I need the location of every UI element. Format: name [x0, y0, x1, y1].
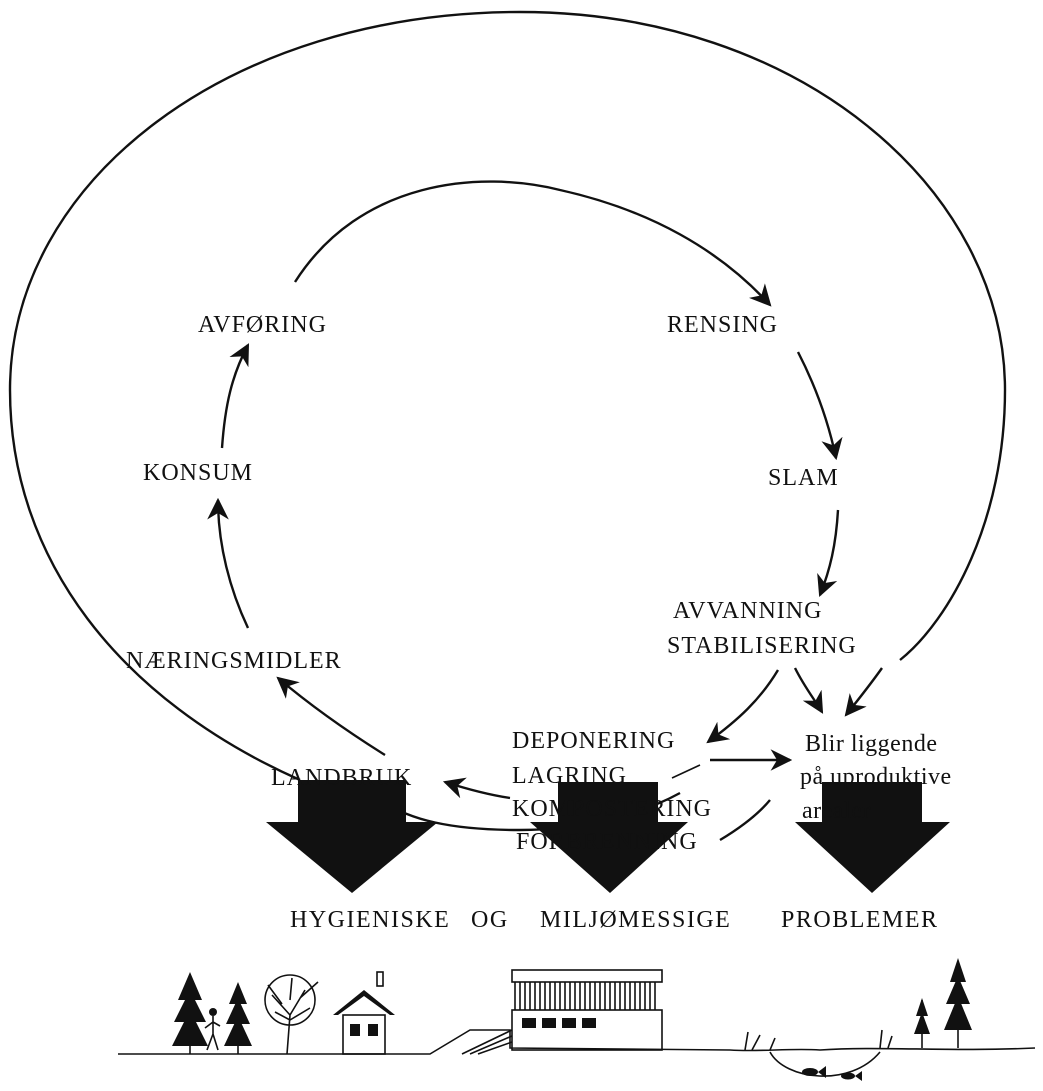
arc-naeringsmidler-to-konsum [207, 497, 250, 629]
spruce-tree-icon [172, 972, 208, 1054]
label-problems-word4: PROBLEMER [781, 907, 939, 933]
problem-arrow-right [795, 782, 950, 893]
label-unproductive-line1: Blir liggende [805, 731, 938, 757]
label-unproductive-line2: på uproduktive [800, 764, 952, 790]
spruce-tree-icon [944, 958, 972, 1048]
small-tree-icon [914, 998, 930, 1048]
arc-landbruk-to-naeringsmidler [276, 676, 386, 757]
water-basin [769, 1051, 881, 1077]
arc-konsum-to-avforing [220, 343, 250, 449]
label-problems-word1: HYGIENISKE [290, 907, 451, 933]
label-landbruk: LANDBRUK [271, 765, 413, 791]
outer-cycle-line [8, 10, 1007, 782]
landscape-illustration [118, 958, 1036, 1081]
label-avforing: AVFØRING [198, 312, 327, 338]
label-problems-word2: OG [471, 907, 509, 933]
arc-disposal-to-landbruk [442, 777, 511, 800]
label-avvanning: AVVANNING [673, 598, 823, 624]
arc-rensing-to-slam [796, 351, 843, 461]
arrow-stab-to-unproductive-2 [844, 667, 883, 717]
fish-icon [841, 1071, 862, 1081]
problem-arrow-left [266, 780, 438, 893]
problem-arrow-middle [530, 782, 688, 893]
spruce-tree-icon [224, 982, 252, 1054]
label-lagring: LAGRING [512, 763, 627, 789]
fish-icon [802, 1066, 826, 1078]
arc-avforing-to-rensing [293, 180, 772, 307]
label-problems-word3: MILJØMESSIGE [540, 907, 732, 933]
label-unproductive-line3: arealer [802, 798, 871, 824]
label-slam: SLAM [768, 465, 839, 491]
dash-kompostering [719, 799, 771, 842]
label-kompostering: KOMPOSTERING [512, 796, 713, 822]
label-naeringsmidler: NÆRINGSMIDLER [126, 648, 342, 674]
label-rensing: RENSING [667, 312, 779, 338]
label-stabilisering: STABILISERING [667, 633, 857, 659]
label-forbrenning: FORBRENNING [516, 829, 698, 855]
arrow-stab-to-unproductive-1 [793, 667, 824, 714]
house-icon [333, 971, 395, 1055]
arc-slam-to-avvanning [817, 509, 840, 598]
arc-stabilisering-to-deponering [706, 669, 780, 744]
label-deponering: DEPONERING [512, 728, 676, 754]
reeds-icon [744, 1029, 893, 1051]
label-konsum: KONSUM [143, 460, 254, 486]
dash-lagring [671, 764, 701, 779]
person-icon [204, 1008, 221, 1051]
deciduous-tree-icon [264, 974, 319, 1055]
treatment-plant-icon [461, 969, 663, 1055]
